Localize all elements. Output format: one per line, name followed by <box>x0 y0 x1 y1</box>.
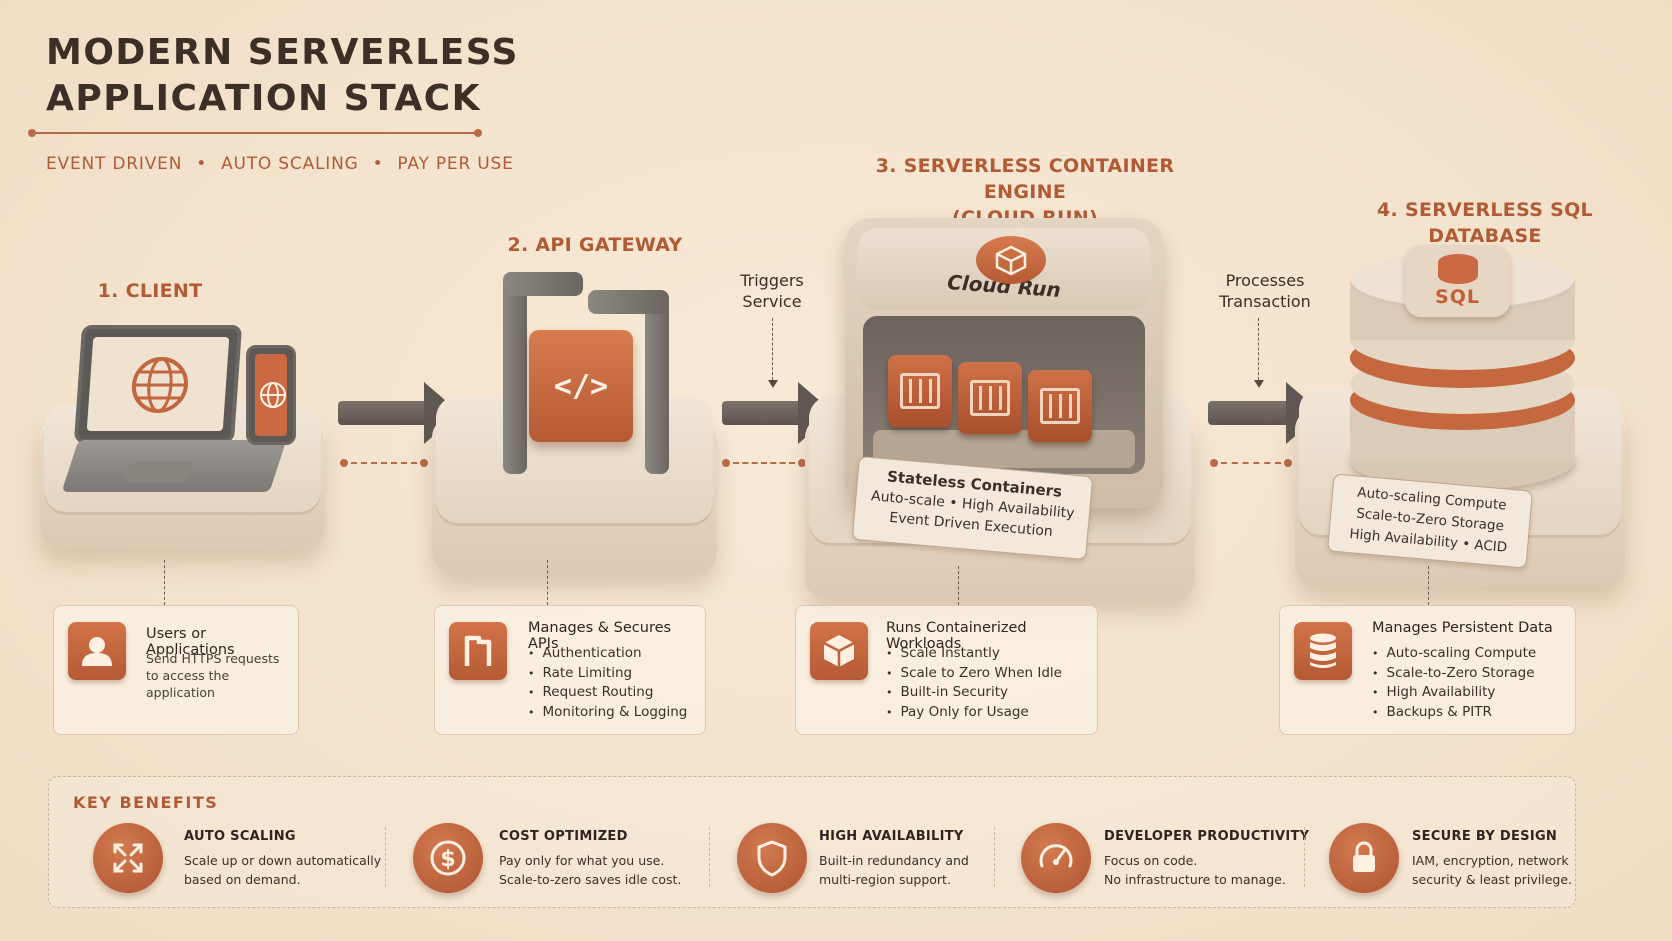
cube-icon <box>810 622 868 680</box>
gateway-right-post <box>645 290 669 474</box>
engine-feature-list: Scale Instantly Scale to Zero When Idle … <box>886 644 1062 722</box>
list-item: Scale Instantly <box>886 644 1062 664</box>
list-item: Rate Limiting <box>528 664 687 684</box>
lock-icon <box>1329 823 1399 893</box>
database-card: Manages Persistent Data Auto-scaling Com… <box>1279 605 1576 735</box>
shield-icon <box>737 823 807 893</box>
gateway-feature-list: Authentication Rate Limiting Request Rou… <box>528 644 688 723</box>
gateway-heading: 2. API GATEWAY <box>507 234 683 256</box>
client-card-subtitle: Send HTTPS requests to access the applic… <box>146 651 280 700</box>
client-card-connector <box>164 560 165 605</box>
cube-icon <box>995 245 1027 276</box>
svg-text:$: $ <box>440 847 455 872</box>
client-card: Users or Applications Send HTTPS request… <box>53 605 299 735</box>
list-item: Scale-to-Zero Storage <box>1372 664 1536 684</box>
expand-arrows-icon <box>93 823 163 893</box>
globe-icon <box>131 357 188 413</box>
key-benefits-panel: KEY BENEFITS AUTO SCALING Scale up or do… <box>48 776 1576 908</box>
sql-badge: SQL <box>1405 245 1510 317</box>
tagline: EVENT DRIVEN • AUTO SCALING • PAY PER US… <box>46 154 514 174</box>
processes-tick <box>1258 318 1259 380</box>
benefit-secure-text: IAM, encryption, network security & leas… <box>1412 853 1572 887</box>
list-item: Scale to Zero When Idle <box>886 664 1062 684</box>
database-heading: 4. SERVERLESS SQL DATABASE <box>1377 199 1593 247</box>
database-card-title: Manages Persistent Data <box>1372 620 1553 636</box>
benefit-cost-title: COST OPTIMIZED <box>499 829 628 844</box>
tag-separator: • <box>372 154 384 174</box>
benefit-availability-title: HIGH AVAILABILITY <box>819 829 964 844</box>
phone-icon <box>246 345 296 445</box>
dollar-icon: $ <box>413 823 483 893</box>
container-crate-2 <box>958 362 1022 434</box>
gauge-icon <box>1021 823 1091 893</box>
tag-auto-scaling: AUTO SCALING <box>221 154 359 174</box>
gateway-card-connector <box>547 560 548 605</box>
benefit-auto-scaling-text: Scale up or down automatically based on … <box>184 853 382 887</box>
triggers-label: Triggers Service <box>740 271 804 311</box>
client-heading: 1. CLIENT <box>97 280 203 302</box>
flow-dash-1 <box>340 459 428 467</box>
gateway-card: Manages & Secures APIs Authentication Ra… <box>434 605 706 735</box>
database-icon <box>1437 254 1478 284</box>
globe-icon <box>260 382 286 408</box>
tag-separator: • <box>196 154 208 174</box>
list-item: Backups & PITR <box>1372 703 1536 723</box>
engine-card-connector <box>958 566 959 605</box>
database-stack <box>1350 250 1575 500</box>
cloud-run-badge <box>976 236 1046 284</box>
page-title: MODERN SERVERLESS APPLICATION STACK <box>46 32 519 119</box>
container-crate-3 <box>1028 370 1092 442</box>
processes-tick-arrow <box>1254 380 1264 388</box>
client-card-title: Users or Applications <box>146 626 235 658</box>
list-item: Built-in Security <box>886 683 1062 703</box>
container-crate-1 <box>888 355 952 427</box>
database-card-connector <box>1428 566 1429 605</box>
tag-pay-per-use: PAY PER USE <box>397 154 514 174</box>
benefit-secure-title: SECURE BY DESIGN <box>1412 829 1558 844</box>
benefit-cost-text: Pay only for what you use. Scale-to-zero… <box>499 853 682 887</box>
database-feature-list: Auto-scaling Compute Scale-to-Zero Stora… <box>1372 644 1537 723</box>
code-icon: </> <box>529 330 633 442</box>
engine-card: Runs Containerized Workloads Scale Insta… <box>795 605 1098 735</box>
gateway-left-post <box>503 272 527 474</box>
list-item: Auto-scaling Compute <box>1372 644 1537 664</box>
benefit-availability-text: Built-in redundancy and multi-region sup… <box>819 853 969 887</box>
flow-dash-2 <box>722 459 806 467</box>
key-benefits-heading: KEY BENEFITS <box>73 793 219 812</box>
laptop-icon <box>73 325 243 443</box>
list-item: Pay Only for Usage <box>886 703 1062 723</box>
list-item: Authentication <box>528 644 687 664</box>
gateway-icon <box>449 622 507 680</box>
gateway-left-arm <box>503 272 583 296</box>
benefit-productivity-title: DEVELOPER PRODUCTIVITY <box>1104 829 1310 844</box>
processes-label: Processes Transaction <box>1219 271 1311 311</box>
triggers-tick <box>772 318 773 380</box>
list-item: Monitoring & Logging <box>528 703 688 723</box>
gateway-right-arm <box>588 290 668 314</box>
tag-event-driven: EVENT DRIVEN <box>46 154 183 174</box>
list-item: Request Routing <box>528 683 687 703</box>
benefit-productivity-text: Focus on code. No infrastructure to mana… <box>1104 853 1286 887</box>
database-icon <box>1294 622 1352 680</box>
triggers-tick-arrow <box>768 380 778 388</box>
benefit-auto-scaling-title: AUTO SCALING <box>184 829 296 844</box>
list-item: High Availability <box>1372 683 1536 703</box>
laptop-keyboard <box>61 440 287 492</box>
user-icon <box>68 622 126 680</box>
title-divider <box>28 129 482 137</box>
flow-dash-3 <box>1210 459 1292 467</box>
